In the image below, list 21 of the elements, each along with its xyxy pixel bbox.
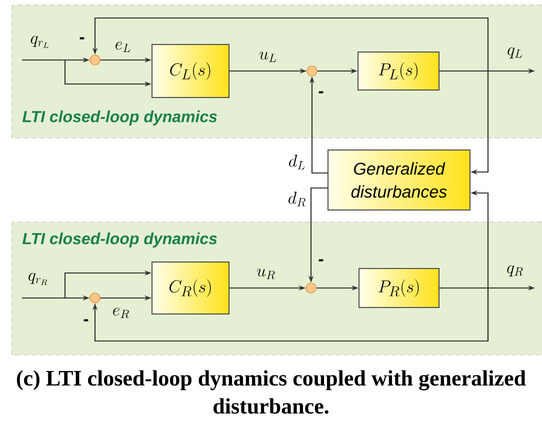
summing-junction bbox=[90, 54, 100, 66]
disturbance-block: Generalized disturbances bbox=[328, 150, 470, 210]
edge-label: $q_{r_L}$ bbox=[29, 35, 51, 49]
edge-label: $d_L$ bbox=[287, 154, 307, 170]
transfer-block: $P_R(s)$ bbox=[358, 268, 440, 308]
edge-label: $d_R$ bbox=[286, 190, 308, 208]
summing-junction bbox=[306, 66, 318, 76]
transfer-block: $P_L(s)$ bbox=[358, 52, 440, 90]
summing-junction bbox=[306, 282, 316, 294]
minus-sign: - bbox=[80, 37, 84, 40]
transfer-block: $C_L(s)$ bbox=[152, 44, 230, 98]
minus-sign: - bbox=[318, 259, 324, 262]
arrow bbox=[440, 70, 489, 175]
edge-label: $q_L$ bbox=[506, 46, 524, 60]
edge-label: $q_{r_R}$ bbox=[26, 272, 50, 286]
minus-sign: - bbox=[84, 319, 88, 322]
transfer-block: $C_R(s)$ bbox=[152, 262, 230, 314]
edge-label: $q_R$ bbox=[505, 264, 525, 278]
minus-sign: - bbox=[318, 91, 324, 94]
summing-junction bbox=[90, 292, 100, 304]
caption: (c) LTI closed-loop dynamics coupled with generalized disturbance. bbox=[16, 370, 526, 414]
